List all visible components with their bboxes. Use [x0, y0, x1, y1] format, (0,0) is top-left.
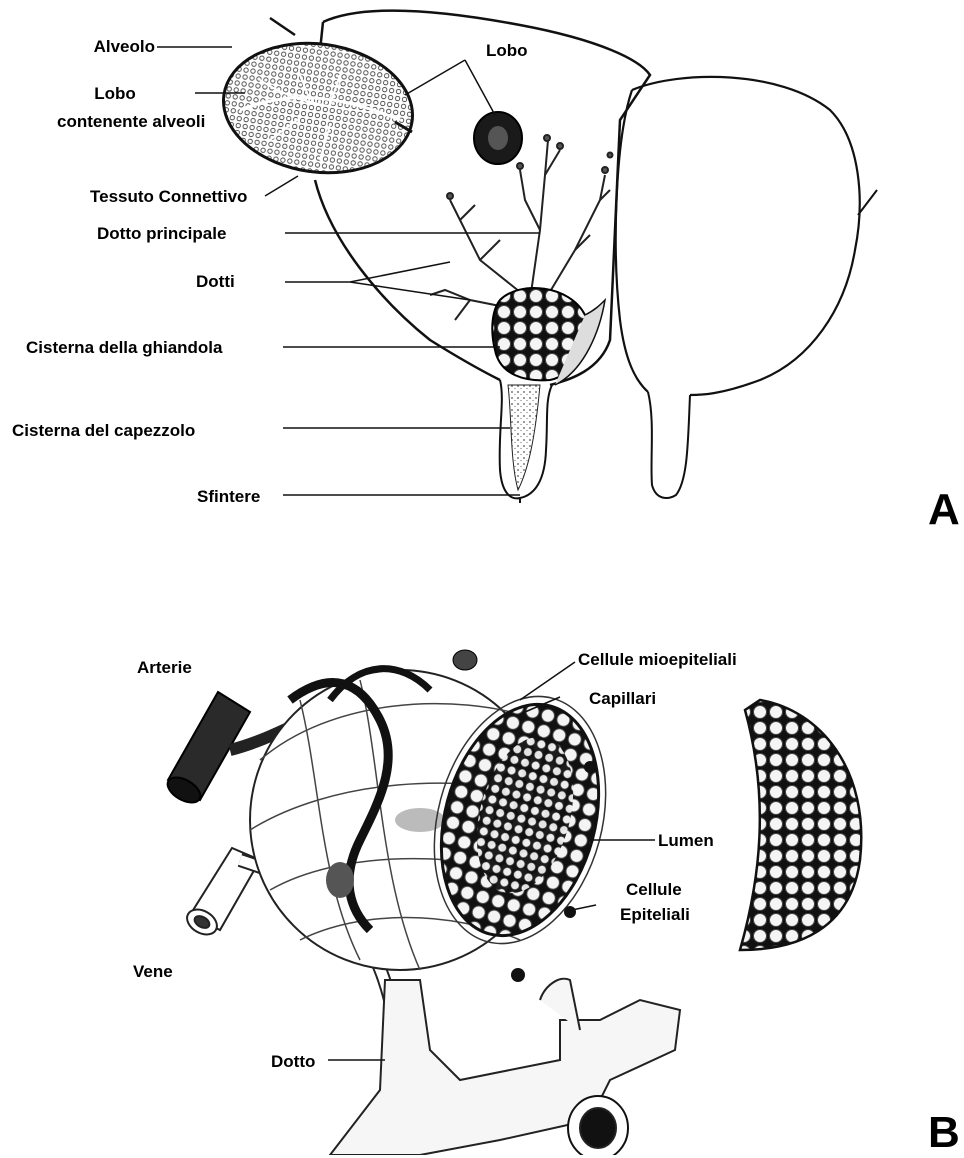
label-cisterna-capezzolo: Cisterna del capezzolo	[12, 421, 195, 440]
panel-letter-a: A	[928, 485, 960, 535]
label-vene: Vene	[133, 962, 173, 981]
alveolus-half-section	[740, 700, 861, 950]
label-cisterna-ghiandola: Cisterna della ghiandola	[26, 338, 223, 357]
label-capillari: Capillari	[589, 689, 656, 708]
label-dotto: Dotto	[271, 1052, 315, 1071]
label-lobo-alveoli-line1: Lobo	[40, 84, 190, 103]
label-sfintere: Sfintere	[197, 487, 260, 506]
label-alveolo: Alveolo	[55, 37, 155, 56]
label-cellule-epiteliali-line2: Epiteliali	[620, 905, 690, 924]
duct-b	[330, 979, 680, 1155]
label-lobo-alveoli-line2: contenente alveoli	[57, 112, 205, 131]
label-arterie: Arterie	[137, 658, 192, 677]
panel-letter-b: B	[928, 1108, 960, 1158]
label-dotto-principale: Dotto principale	[97, 224, 226, 243]
label-cellule-epiteliali-line1: Cellule	[626, 880, 682, 899]
label-lumen: Lumen	[658, 831, 714, 850]
label-dotti: Dotti	[196, 272, 235, 291]
label-tessuto-connettivo: Tessuto Connettivo	[90, 187, 247, 206]
label-cellule-mioepiteliali: Cellule mioepiteliali	[578, 650, 737, 669]
label-lobo-top: Lobo	[486, 41, 528, 60]
